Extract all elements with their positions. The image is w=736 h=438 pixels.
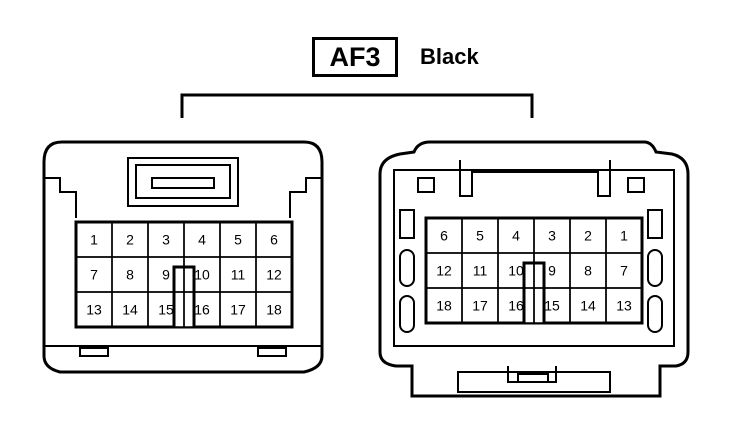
pin-cell: [255, 291, 293, 328]
pin-number: 12: [436, 263, 452, 279]
pin-number: 3: [548, 228, 556, 244]
pin-number: 14: [122, 302, 138, 318]
right-connector-housing: [378, 140, 690, 398]
pin-number: 6: [440, 228, 448, 244]
pin-number: 13: [86, 302, 102, 318]
pin-number: 12: [266, 267, 282, 283]
pin-number: 9: [162, 267, 170, 283]
pin-number: 14: [580, 298, 596, 314]
pin-number: 16: [194, 302, 210, 318]
connector-id-label: AF3: [312, 37, 398, 77]
right-connector-pins: 6 5 4 3 2 1 12 11 10 9 8 7 18 17 16 15 14 13: [424, 216, 644, 325]
pin-number: 11: [473, 263, 488, 279]
pin-number: 16: [508, 298, 524, 314]
pin-number: 15: [158, 302, 174, 318]
pin-number: 15: [544, 298, 560, 314]
pin-number: 3: [162, 232, 170, 248]
pin-number: 17: [472, 298, 488, 314]
pin-number: 2: [584, 228, 592, 244]
pin-number: 10: [508, 263, 524, 279]
grouping-bracket: [180, 93, 534, 118]
pin-number: 1: [620, 228, 628, 244]
pin-number: 4: [198, 232, 206, 248]
pin-number: 18: [266, 302, 282, 318]
pin-number: 9: [548, 263, 556, 279]
pin-number: 17: [230, 302, 246, 318]
pin-number: 2: [126, 232, 134, 248]
pin-number: 7: [90, 267, 98, 283]
pin-number: 10: [194, 267, 210, 283]
pin-number: 8: [126, 267, 134, 283]
pin-number: 5: [476, 228, 484, 244]
pin-number: 18: [436, 298, 452, 314]
pin-number: 4: [512, 228, 520, 244]
pin-number: 7: [620, 263, 628, 279]
left-connector-housing: [42, 140, 324, 374]
pin-number: 13: [616, 298, 632, 314]
pin-number: 5: [234, 232, 242, 248]
pin-number: 11: [231, 267, 246, 283]
connector-color-label: Black: [420, 44, 479, 69]
pin-number: 6: [270, 232, 278, 248]
pin-number: 8: [584, 263, 592, 279]
pin-cell: [605, 287, 643, 324]
pin-number: 1: [90, 232, 98, 248]
